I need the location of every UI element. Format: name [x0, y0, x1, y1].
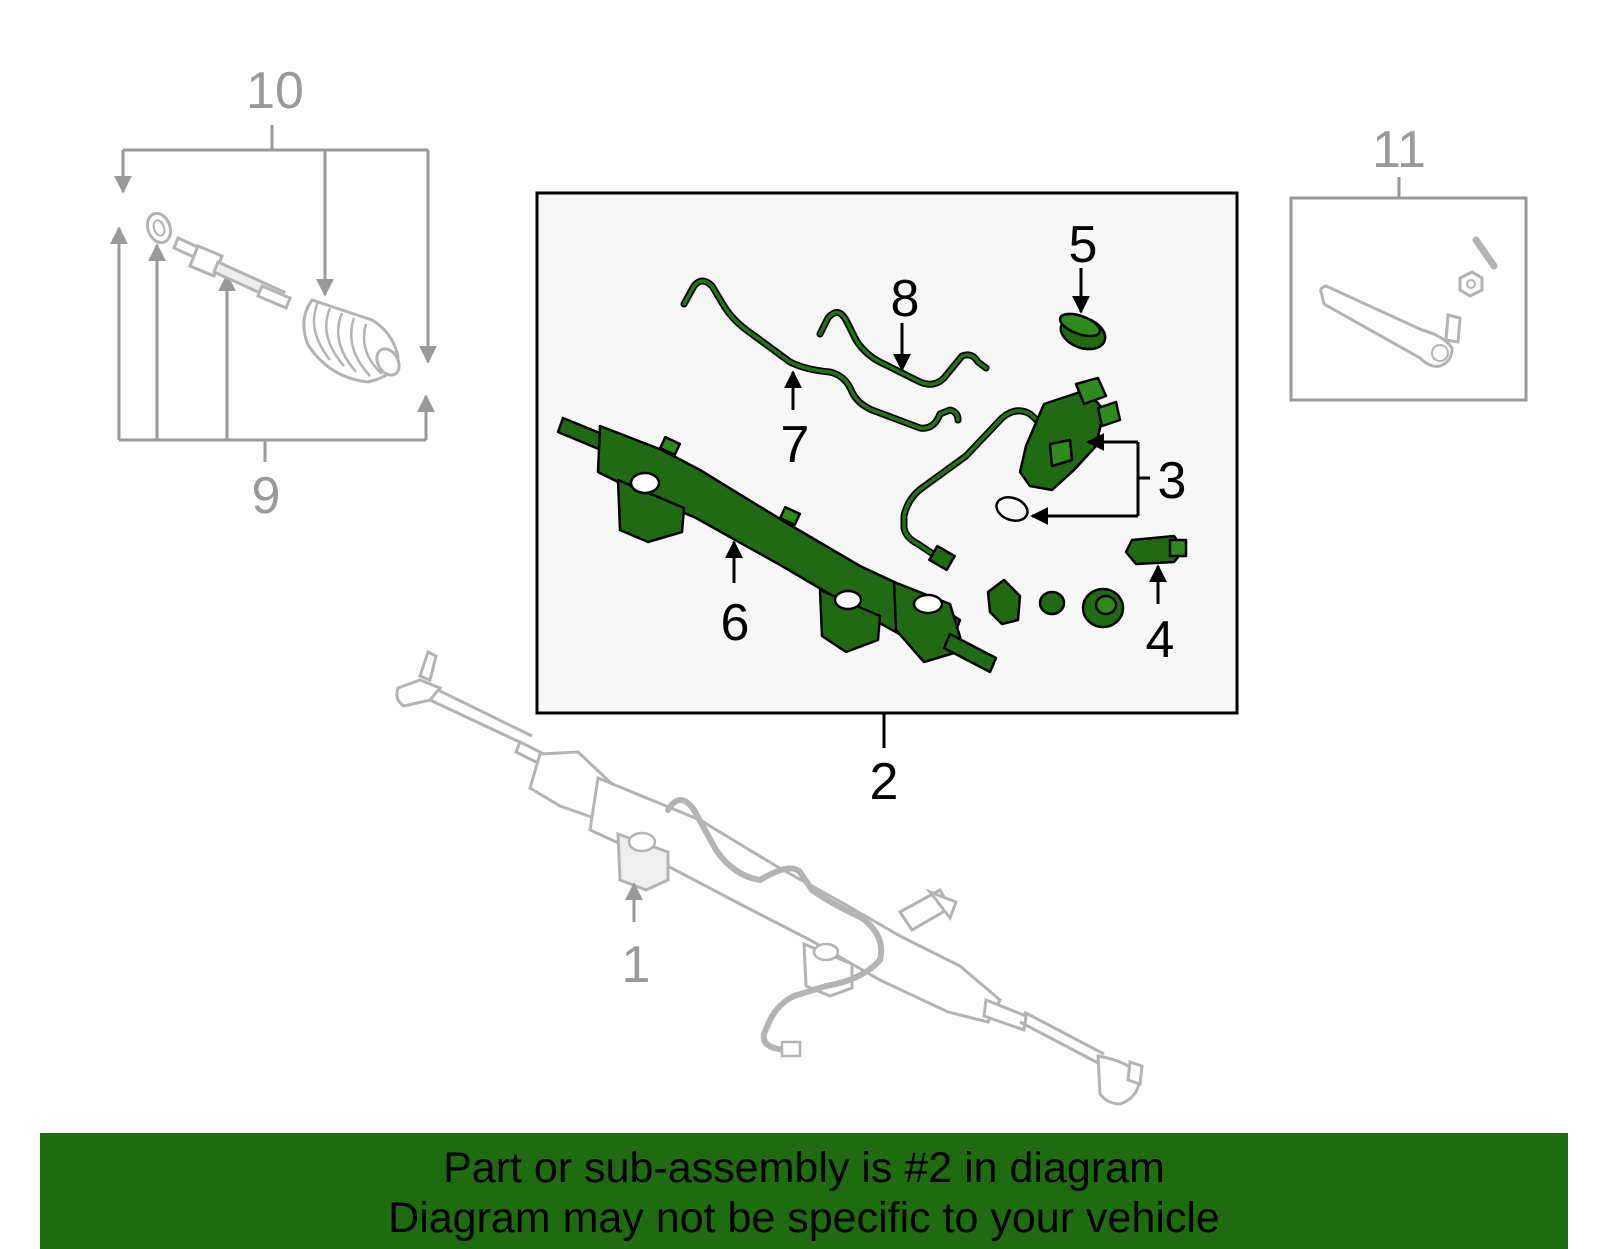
- banner-line-1: Part or sub-assembly is #2 in diagram: [443, 1144, 1165, 1192]
- return-line-part-8: [816, 309, 990, 388]
- callout-3-label: 3: [1158, 452, 1187, 510]
- callout-11-label: 11: [1372, 121, 1426, 179]
- callout-2-label: 2: [870, 753, 899, 811]
- cotter-pin-part: [1472, 236, 1498, 270]
- info-banner: Part or sub-assembly is #2 in diagram Di…: [40, 1133, 1568, 1249]
- seal-kit-parts: [986, 578, 1125, 629]
- callout-9-label: 9: [252, 467, 281, 525]
- steering-boot-part: [302, 298, 401, 384]
- callout-1-label: 1: [622, 936, 651, 994]
- steering-rack-assembly-part-1: [395, 649, 1144, 1106]
- dust-cap-part-5: [1058, 312, 1107, 351]
- castle-nut-part: [1458, 270, 1484, 298]
- tie-rod-end-part: [1319, 284, 1462, 368]
- callout-8-label: 8: [891, 270, 920, 328]
- callout-6-label: 6: [721, 594, 750, 652]
- inner-tie-rod-part: [172, 235, 292, 310]
- callout-5-label: 5: [1069, 216, 1098, 274]
- callout-4-label: 4: [1146, 611, 1175, 669]
- valve-housing-part-3: [900, 376, 1122, 572]
- fitting-part-4: [1124, 534, 1188, 566]
- callout-10-label: 10: [246, 62, 304, 120]
- banner-line-2: Diagram may not be specific to your vehi…: [388, 1194, 1220, 1242]
- callout-7-label: 7: [781, 416, 810, 474]
- o-ring-part: [995, 496, 1029, 522]
- tie-rod-boot-group: 10 9: [110, 62, 437, 525]
- rack-housing-part-6: [556, 416, 998, 674]
- outer-tie-rod-group: 11: [1289, 121, 1528, 402]
- pressure-line-part-7: [680, 277, 962, 432]
